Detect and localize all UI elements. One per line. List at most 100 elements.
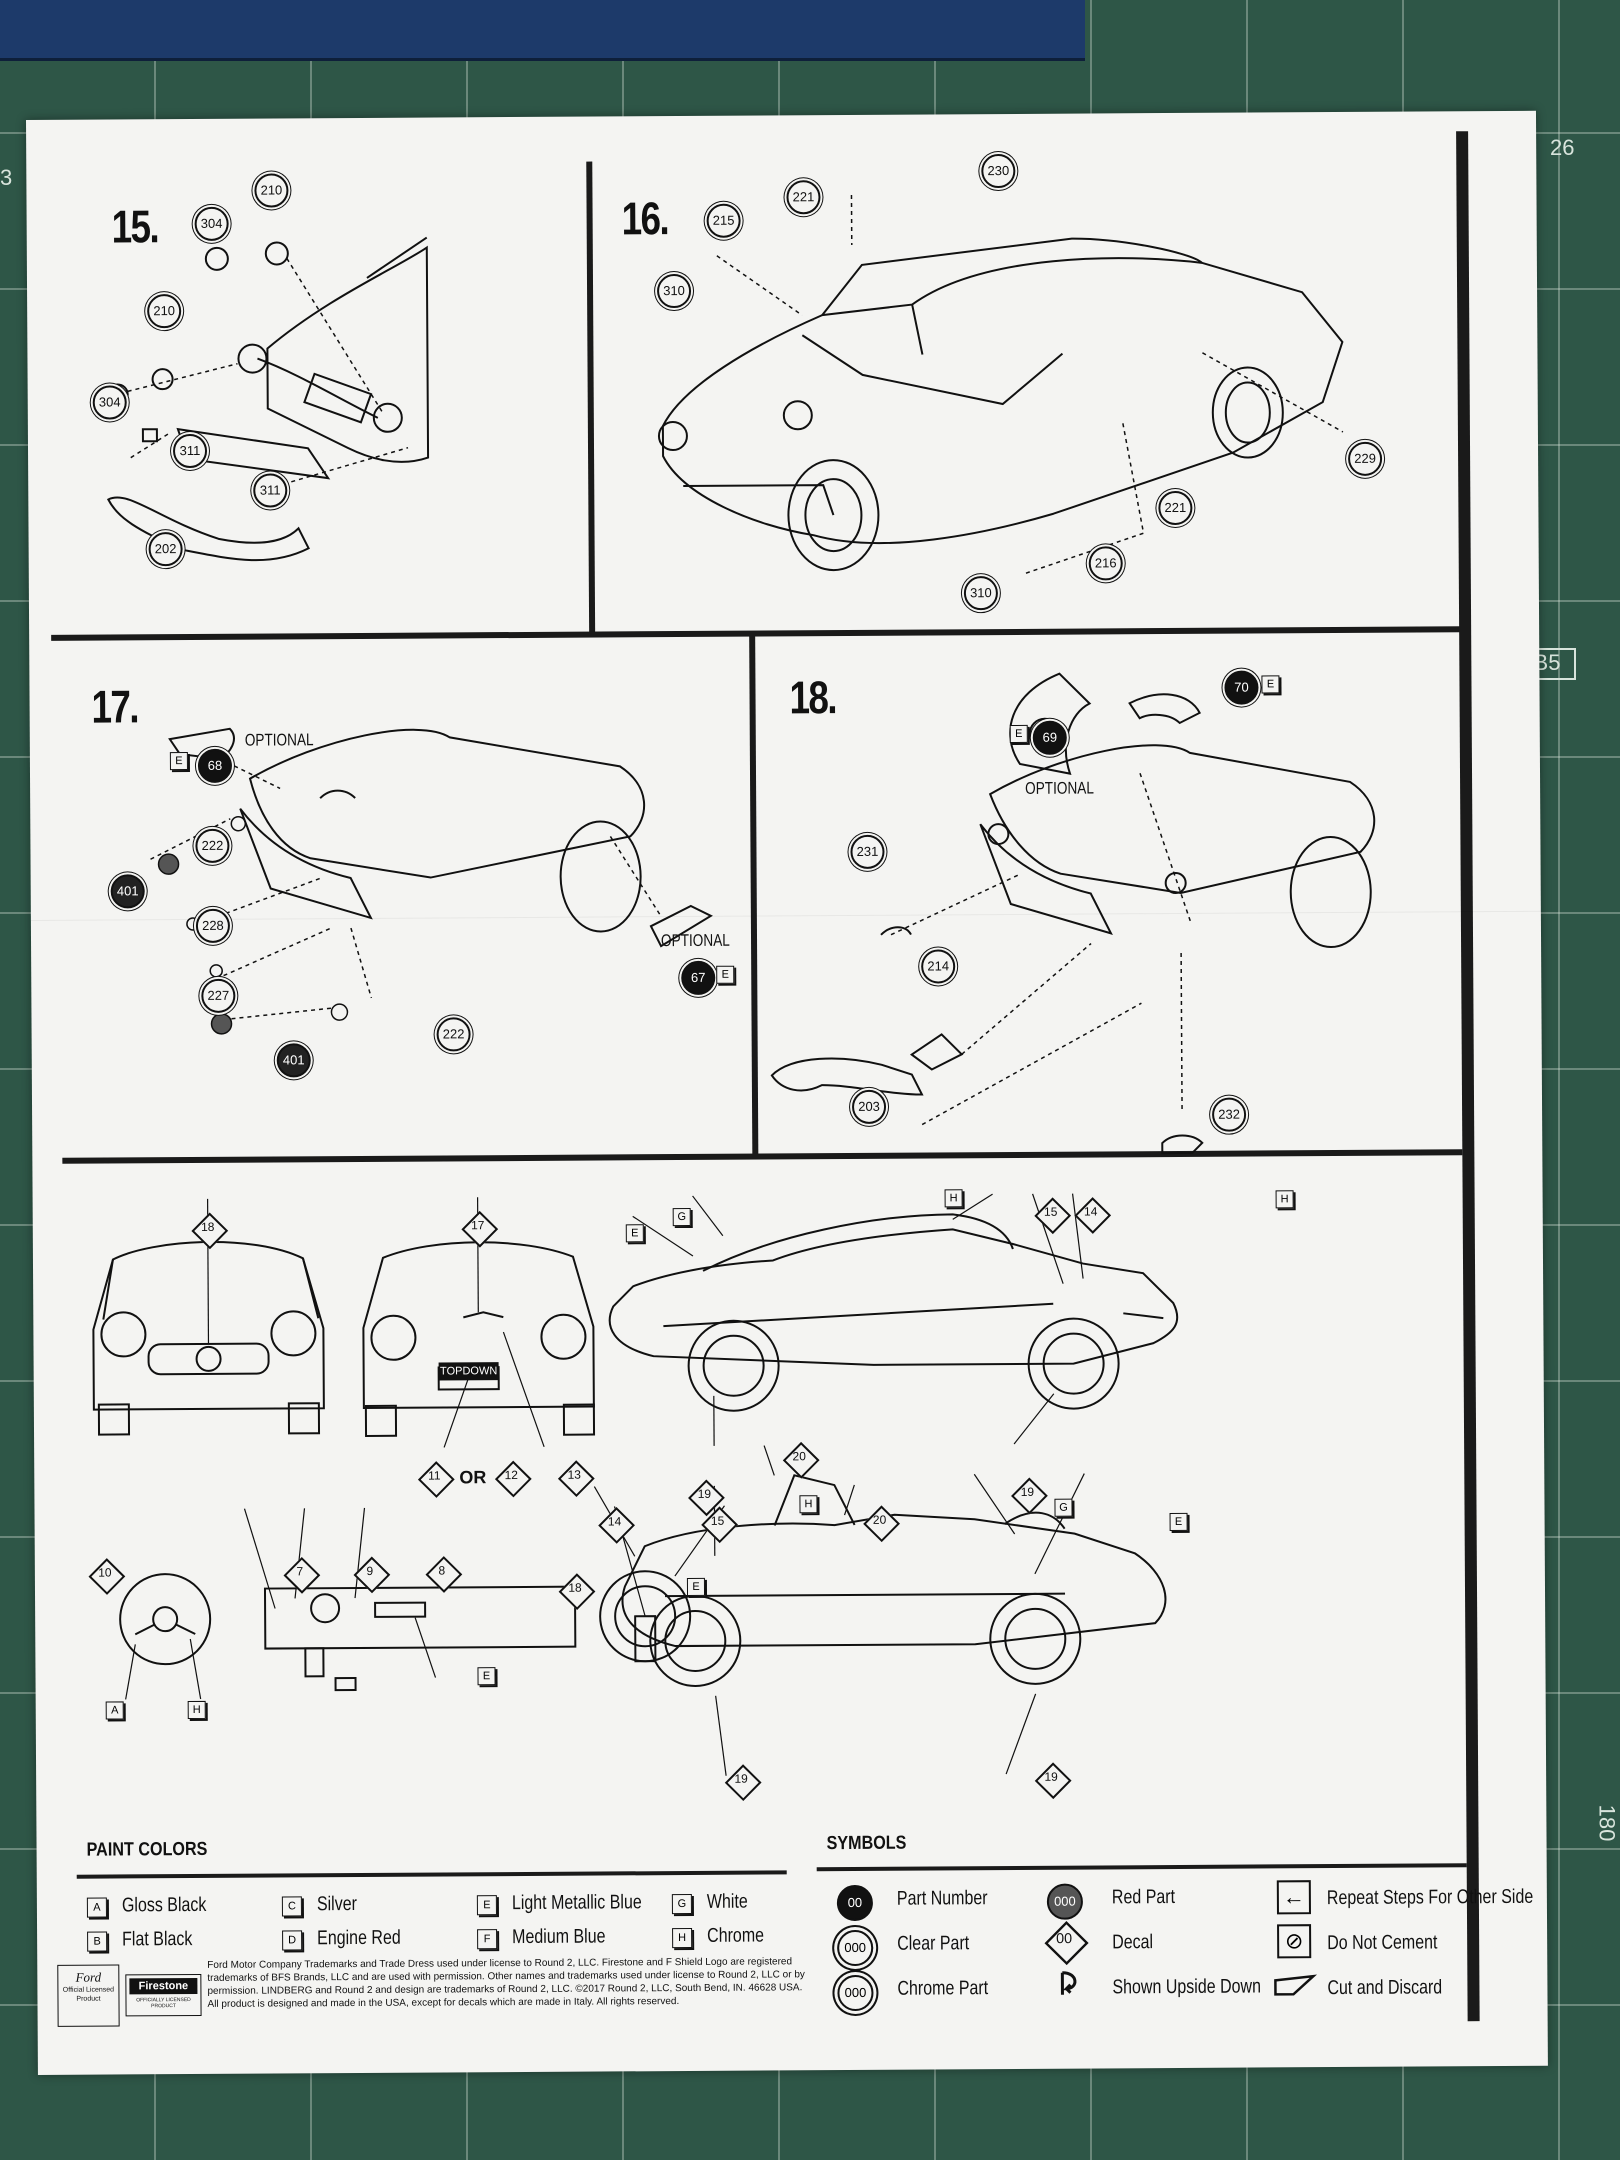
symbol-label: Chrome Part [897, 1977, 989, 2000]
paint-code-box: D [282, 1930, 303, 1951]
clear-part-symbol: 000 [837, 1929, 874, 1967]
symbol-label: Cut and Discard [1327, 1976, 1443, 2000]
paint-code-box: E [686, 1577, 706, 1596]
paint-code-box: H [1275, 1190, 1294, 1209]
symbol-label: Shown Upside Down [1112, 1975, 1262, 1999]
part-number: 69 [1032, 720, 1067, 755]
decal-number: 9 [353, 1556, 391, 1594]
firestone-logo: Firestone OFFICIALLY LICENSED PRODUCT [125, 1973, 202, 2017]
paint-color-name: Engine Red [317, 1926, 401, 1950]
paint-color-name: Flat Black [122, 1928, 193, 1951]
mat-ruler-left: 3 [0, 165, 13, 190]
firestone-wordmark: Firestone [129, 1977, 198, 1995]
decal-number: 14 [1074, 1197, 1112, 1234]
decal-number: 19 [1034, 1762, 1072, 1800]
paint-code-box: H [799, 1495, 818, 1514]
decal-number: 13 [557, 1460, 595, 1498]
part-number: 222 [436, 1017, 471, 1052]
part-number: 216 [1088, 546, 1123, 581]
paint-code-box: H [944, 1189, 963, 1208]
knife-icon [1274, 1974, 1318, 1996]
paint-code-box: G [672, 1207, 691, 1227]
paint-code-box: H [187, 1700, 206, 1720]
paint-code-box: A [86, 1897, 107, 1918]
part-number: 222 [195, 828, 230, 863]
paint-color-name: Light Metallic Blue [511, 1891, 642, 1915]
part-number: 229 [1347, 441, 1383, 476]
paint-code-box: C [281, 1896, 302, 1917]
paint-code-box: E [169, 752, 188, 771]
decal-symbol: 00 [1044, 1921, 1089, 1966]
symbol-label: Part Number [896, 1887, 988, 1910]
part-number: 228 [195, 908, 231, 943]
red-part-symbol: 000 [1046, 1883, 1084, 1920]
symbol-label: Clear Part [897, 1932, 970, 1955]
part-number: 230 [981, 153, 1016, 189]
step-15-drawing [106, 236, 430, 562]
ford-licensed-logo: Ford Official Licensed Product [57, 1964, 120, 2027]
part-number: 311 [253, 473, 288, 508]
decal-number: 19 [1011, 1477, 1048, 1515]
paint-code-box: E [1009, 724, 1028, 744]
part-number: 202 [148, 532, 183, 567]
decal-views-drawing [92, 1193, 1179, 1776]
symbol-label: Decal [1112, 1931, 1154, 1954]
paint-code-box: E [625, 1224, 644, 1243]
part-number: 221 [786, 180, 821, 215]
part-number: 227 [201, 978, 236, 1013]
decal-number: 19 [688, 1479, 725, 1517]
step-17-drawing [150, 727, 713, 1035]
part-number: 210 [254, 173, 289, 208]
paint-colors-title: PAINT COLORS [86, 1838, 208, 1861]
part-number: 221 [1158, 490, 1193, 526]
paint-code-box: G [1054, 1498, 1073, 1517]
license-plate: TOPDOWN [438, 1362, 499, 1381]
instruction-sheet: 15. 210 304 210 304 311 311 202 [26, 110, 1548, 2075]
decal-number: 15 [701, 1506, 738, 1544]
decal-number: 8 [425, 1556, 463, 1593]
decal-number: 19 [724, 1764, 762, 1802]
paint-code-box: A [105, 1701, 124, 1720]
part-number: 203 [851, 1089, 887, 1124]
paint-code-box: G [671, 1893, 692, 1915]
decal-number: 20 [782, 1441, 820, 1479]
part-number: 67 [681, 960, 716, 996]
part-number: 311 [172, 433, 208, 469]
decal-number: 17 [461, 1210, 499, 1248]
decal-number: 15 [1034, 1197, 1072, 1235]
decal-number: 18 [558, 1573, 596, 1611]
symbol-label: Repeat Steps For Other Side [1326, 1885, 1534, 1910]
step-18-drawing [770, 672, 1376, 1155]
kit-box-edge [0, 0, 1085, 61]
decal-number: 12 [494, 1460, 532, 1498]
part-number: 215 [706, 203, 741, 238]
part-number-symbol: 00 [836, 1884, 874, 1922]
part-number: 231 [850, 834, 885, 869]
decal-number: 7 [283, 1556, 321, 1594]
decal-number: 11 [417, 1461, 455, 1498]
part-number: 68 [197, 748, 233, 783]
chrome-part-symbol: 000 [837, 1974, 874, 2012]
paint-code-box: F [477, 1929, 498, 1950]
paint-code-box: E [716, 965, 735, 984]
paint-color-name: Chrome [707, 1924, 765, 1947]
decal-number: 10 [88, 1558, 126, 1595]
part-number: 214 [921, 949, 956, 984]
mat-side-number: 180 [1594, 1804, 1620, 1842]
symbol-label: Do Not Cement [1327, 1931, 1438, 1955]
part-number: 232 [1211, 1097, 1247, 1132]
ruler-mark: 26 [1550, 135, 1575, 160]
step-16-drawing [657, 194, 1344, 575]
left-arrow-icon: ← [1276, 1880, 1311, 1915]
paint-code-box: H [672, 1927, 693, 1949]
decal-number: 20 [863, 1505, 900, 1543]
paint-color-name: Silver [316, 1893, 357, 1916]
firestone-sub: OFFICIALLY LICENSED PRODUCT [136, 1997, 191, 2010]
symbols-title: SYMBOLS [826, 1832, 907, 1855]
part-number: 310 [656, 273, 692, 309]
part-number: 401 [276, 1043, 311, 1078]
paint-color-name: Medium Blue [512, 1925, 606, 1949]
paint-code-box: E [477, 1667, 496, 1686]
part-number: 310 [963, 576, 999, 611]
paint-code-box: E [1261, 675, 1280, 694]
